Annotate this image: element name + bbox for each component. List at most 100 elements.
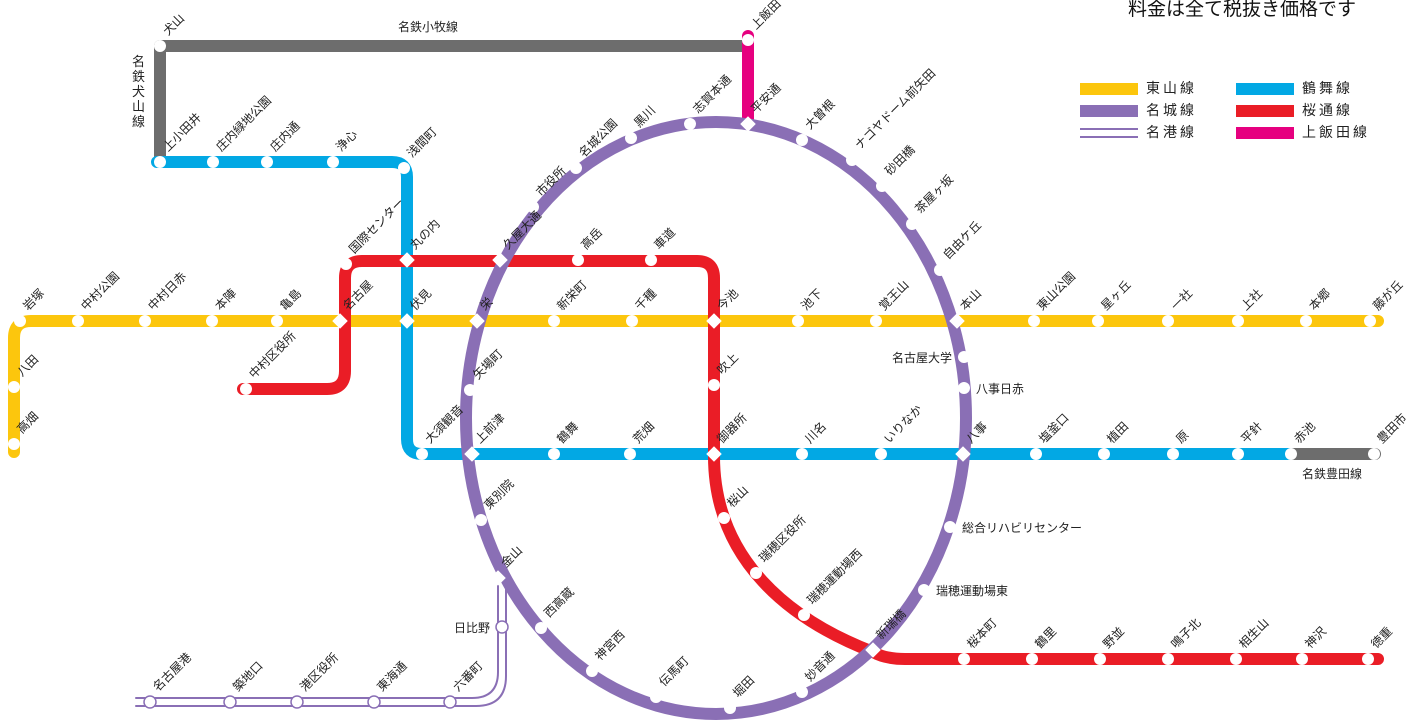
station-marker — [1230, 653, 1242, 665]
station-marker — [792, 315, 804, 327]
legend-swatch — [1080, 105, 1138, 117]
meitetsu-komaki-line — [154, 40, 754, 168]
station-name: 岩塚 — [20, 286, 48, 314]
station-name: 庄内緑地公園 — [213, 93, 275, 155]
station-marker — [548, 448, 560, 460]
station-marker — [527, 201, 539, 213]
station-marker — [464, 384, 476, 396]
station-marker — [495, 620, 509, 634]
station-name: 鶴里 — [1032, 624, 1060, 652]
station-marker — [934, 264, 946, 276]
station-marker — [750, 567, 762, 579]
station-name: 徳重 — [1368, 624, 1396, 652]
station-marker — [958, 351, 970, 363]
tsurumai-line — [151, 156, 1296, 460]
station-marker — [708, 379, 720, 391]
station-name: 覚王山 — [876, 278, 911, 313]
station-marker — [327, 156, 339, 168]
transfer-station-marker — [492, 252, 508, 268]
station-marker — [650, 691, 662, 703]
station-marker — [742, 34, 754, 46]
station-name: 浄心 — [333, 127, 360, 154]
station-marker — [1094, 653, 1106, 665]
station-name: 豊田市 — [1374, 410, 1409, 446]
station-marker — [1368, 448, 1380, 460]
station-marker — [796, 134, 808, 146]
station-name: 堀田 — [730, 673, 758, 701]
station-name: 東海通 — [374, 658, 410, 694]
meijo-loop-line — [460, 116, 972, 720]
transfer-station-marker — [706, 446, 722, 462]
station-marker — [796, 448, 808, 460]
station-marker — [724, 702, 736, 714]
station-marker — [1232, 448, 1244, 460]
station-name: 名古屋大学 — [892, 350, 952, 365]
station-name: 星ヶ丘 — [1098, 278, 1133, 313]
station-marker — [1364, 315, 1376, 327]
station-marker — [570, 162, 582, 174]
station-name: 塩釜口 — [1036, 410, 1072, 446]
transfer-station-marker — [955, 446, 971, 462]
station-marker — [875, 448, 887, 460]
station-marker — [223, 695, 237, 709]
station-name: 桜本町 — [964, 616, 999, 651]
station-marker — [918, 584, 930, 596]
station-marker — [796, 686, 808, 698]
station-marker — [443, 695, 457, 709]
station-marker — [1026, 653, 1038, 665]
station-marker — [645, 254, 657, 266]
station-name: 高岳 — [578, 225, 606, 253]
station-name: いりなか — [881, 402, 925, 446]
station-marker — [944, 521, 956, 533]
station-marker — [398, 162, 410, 174]
station-name: 庄内通 — [267, 118, 303, 154]
station-marker — [1285, 448, 1297, 460]
station-marker — [535, 622, 547, 634]
station-name: 本山 — [957, 286, 984, 313]
station-marker — [1362, 653, 1374, 665]
transfer-station-marker — [949, 313, 965, 329]
transfer-station-marker — [399, 252, 415, 268]
station-marker — [290, 695, 304, 709]
station-marker — [475, 514, 487, 526]
station-name: 総合リハビリセンター — [962, 520, 1082, 535]
station-name: 相生山 — [1236, 616, 1271, 651]
station-name: 伝馬町 — [656, 654, 691, 689]
station-marker — [1162, 653, 1174, 665]
station-name: 西高蔵 — [541, 584, 577, 620]
station-marker — [139, 315, 151, 327]
station-name: 池下 — [798, 286, 825, 313]
station-marker — [206, 315, 218, 327]
station-name: 車道 — [651, 225, 678, 252]
station-name: 赤池 — [1291, 419, 1318, 446]
station-name: 中村公園 — [78, 269, 123, 314]
station-name: 荒畑 — [630, 419, 657, 446]
station-name: 中村区役所 — [246, 328, 299, 381]
station-name: 鶴舞 — [554, 419, 582, 447]
station-name: 上飯田 — [748, 0, 784, 32]
station-name: 国際センター — [346, 195, 407, 256]
station-marker — [271, 315, 283, 327]
komaki-line-label: 名鉄小牧線 — [398, 19, 458, 34]
station-marker — [870, 315, 882, 327]
station-name: 港区役所 — [297, 650, 342, 695]
line-name-labels: 名鉄小牧線 名鉄豊田線 名鉄犬山線 — [132, 19, 1362, 481]
station-name: 新栄町 — [554, 277, 590, 313]
station-name: 本郷 — [1306, 286, 1333, 313]
station-marker — [416, 448, 428, 460]
station-name: 亀島 — [277, 286, 305, 314]
transfer-station-marker — [490, 570, 506, 586]
station-marker — [626, 315, 638, 327]
legend-swatch — [1080, 128, 1138, 138]
station-marker — [1296, 653, 1308, 665]
station-name: 犬山 — [160, 11, 187, 38]
station-marker — [625, 132, 637, 144]
station-marker — [1098, 448, 1110, 460]
station-name: 志賀本通 — [690, 72, 734, 116]
station-marker — [846, 154, 858, 166]
station-marker — [8, 381, 20, 393]
station-marker — [14, 315, 26, 327]
legend-label: 名港線 — [1146, 125, 1197, 141]
transfer-station-marker — [332, 313, 348, 329]
station-name: 瑞穂運動場東 — [936, 584, 1008, 598]
